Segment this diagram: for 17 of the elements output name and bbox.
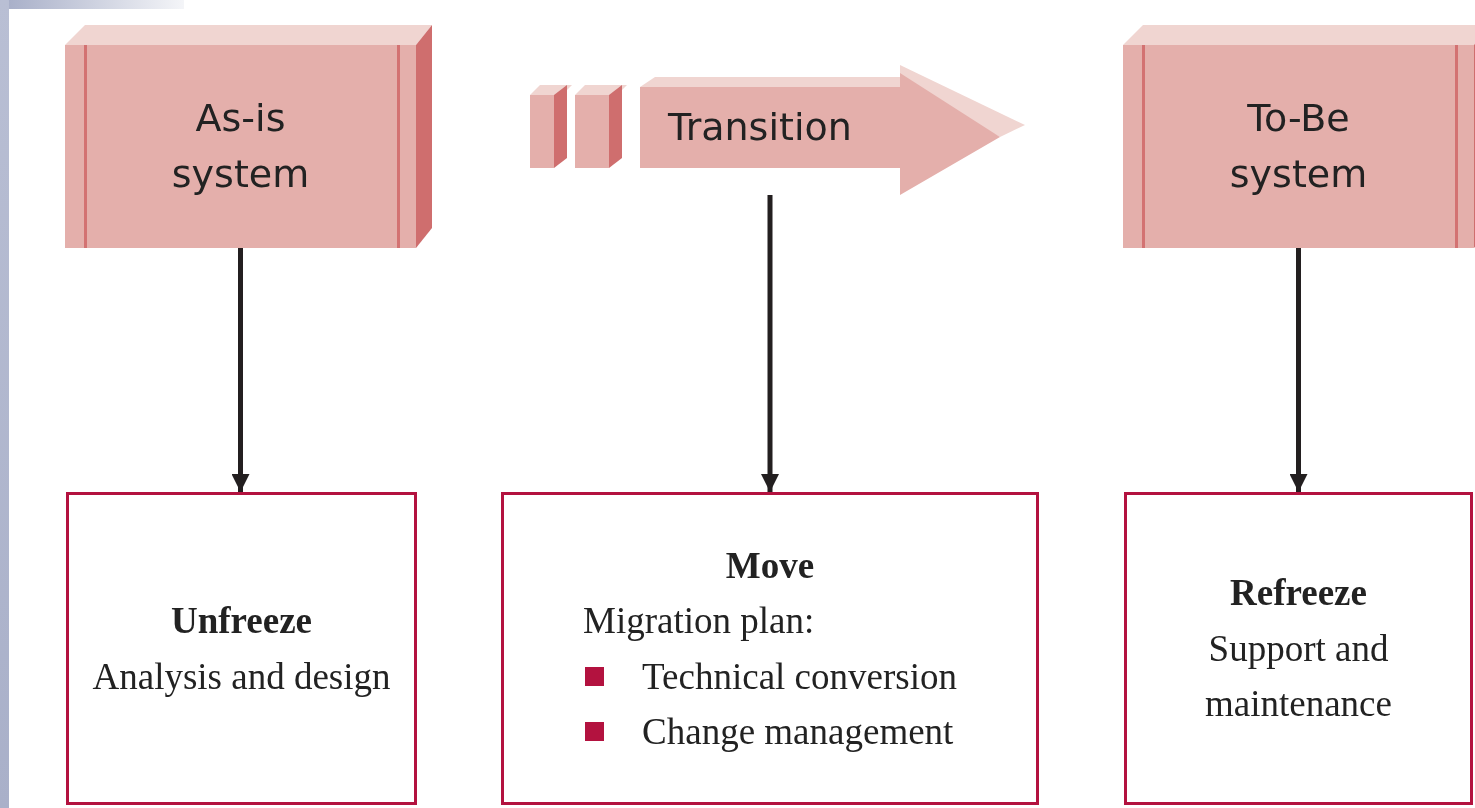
phase-description: Analysis and design (92, 654, 391, 699)
phase-description: Migration plan: (583, 599, 815, 643)
phase-heading: Move (725, 543, 815, 588)
bullet-item: Technical conversion (642, 654, 957, 699)
phase-box (1124, 492, 1473, 805)
block-label: As-is system (170, 95, 311, 198)
phase-heading: Refreeze (1230, 571, 1367, 616)
phase-description: Support and maintenance (1204, 626, 1393, 727)
arrow (1289, 248, 1308, 492)
bullet-item: Change management (642, 710, 954, 754)
phase-box (501, 492, 1039, 805)
arrow (761, 195, 779, 492)
arrow (231, 248, 250, 492)
phase-heading: Unfreeze (170, 599, 313, 643)
phase-box (66, 492, 417, 805)
block-label: To-Be system (1228, 95, 1369, 198)
transition-label: Transition (668, 103, 852, 151)
